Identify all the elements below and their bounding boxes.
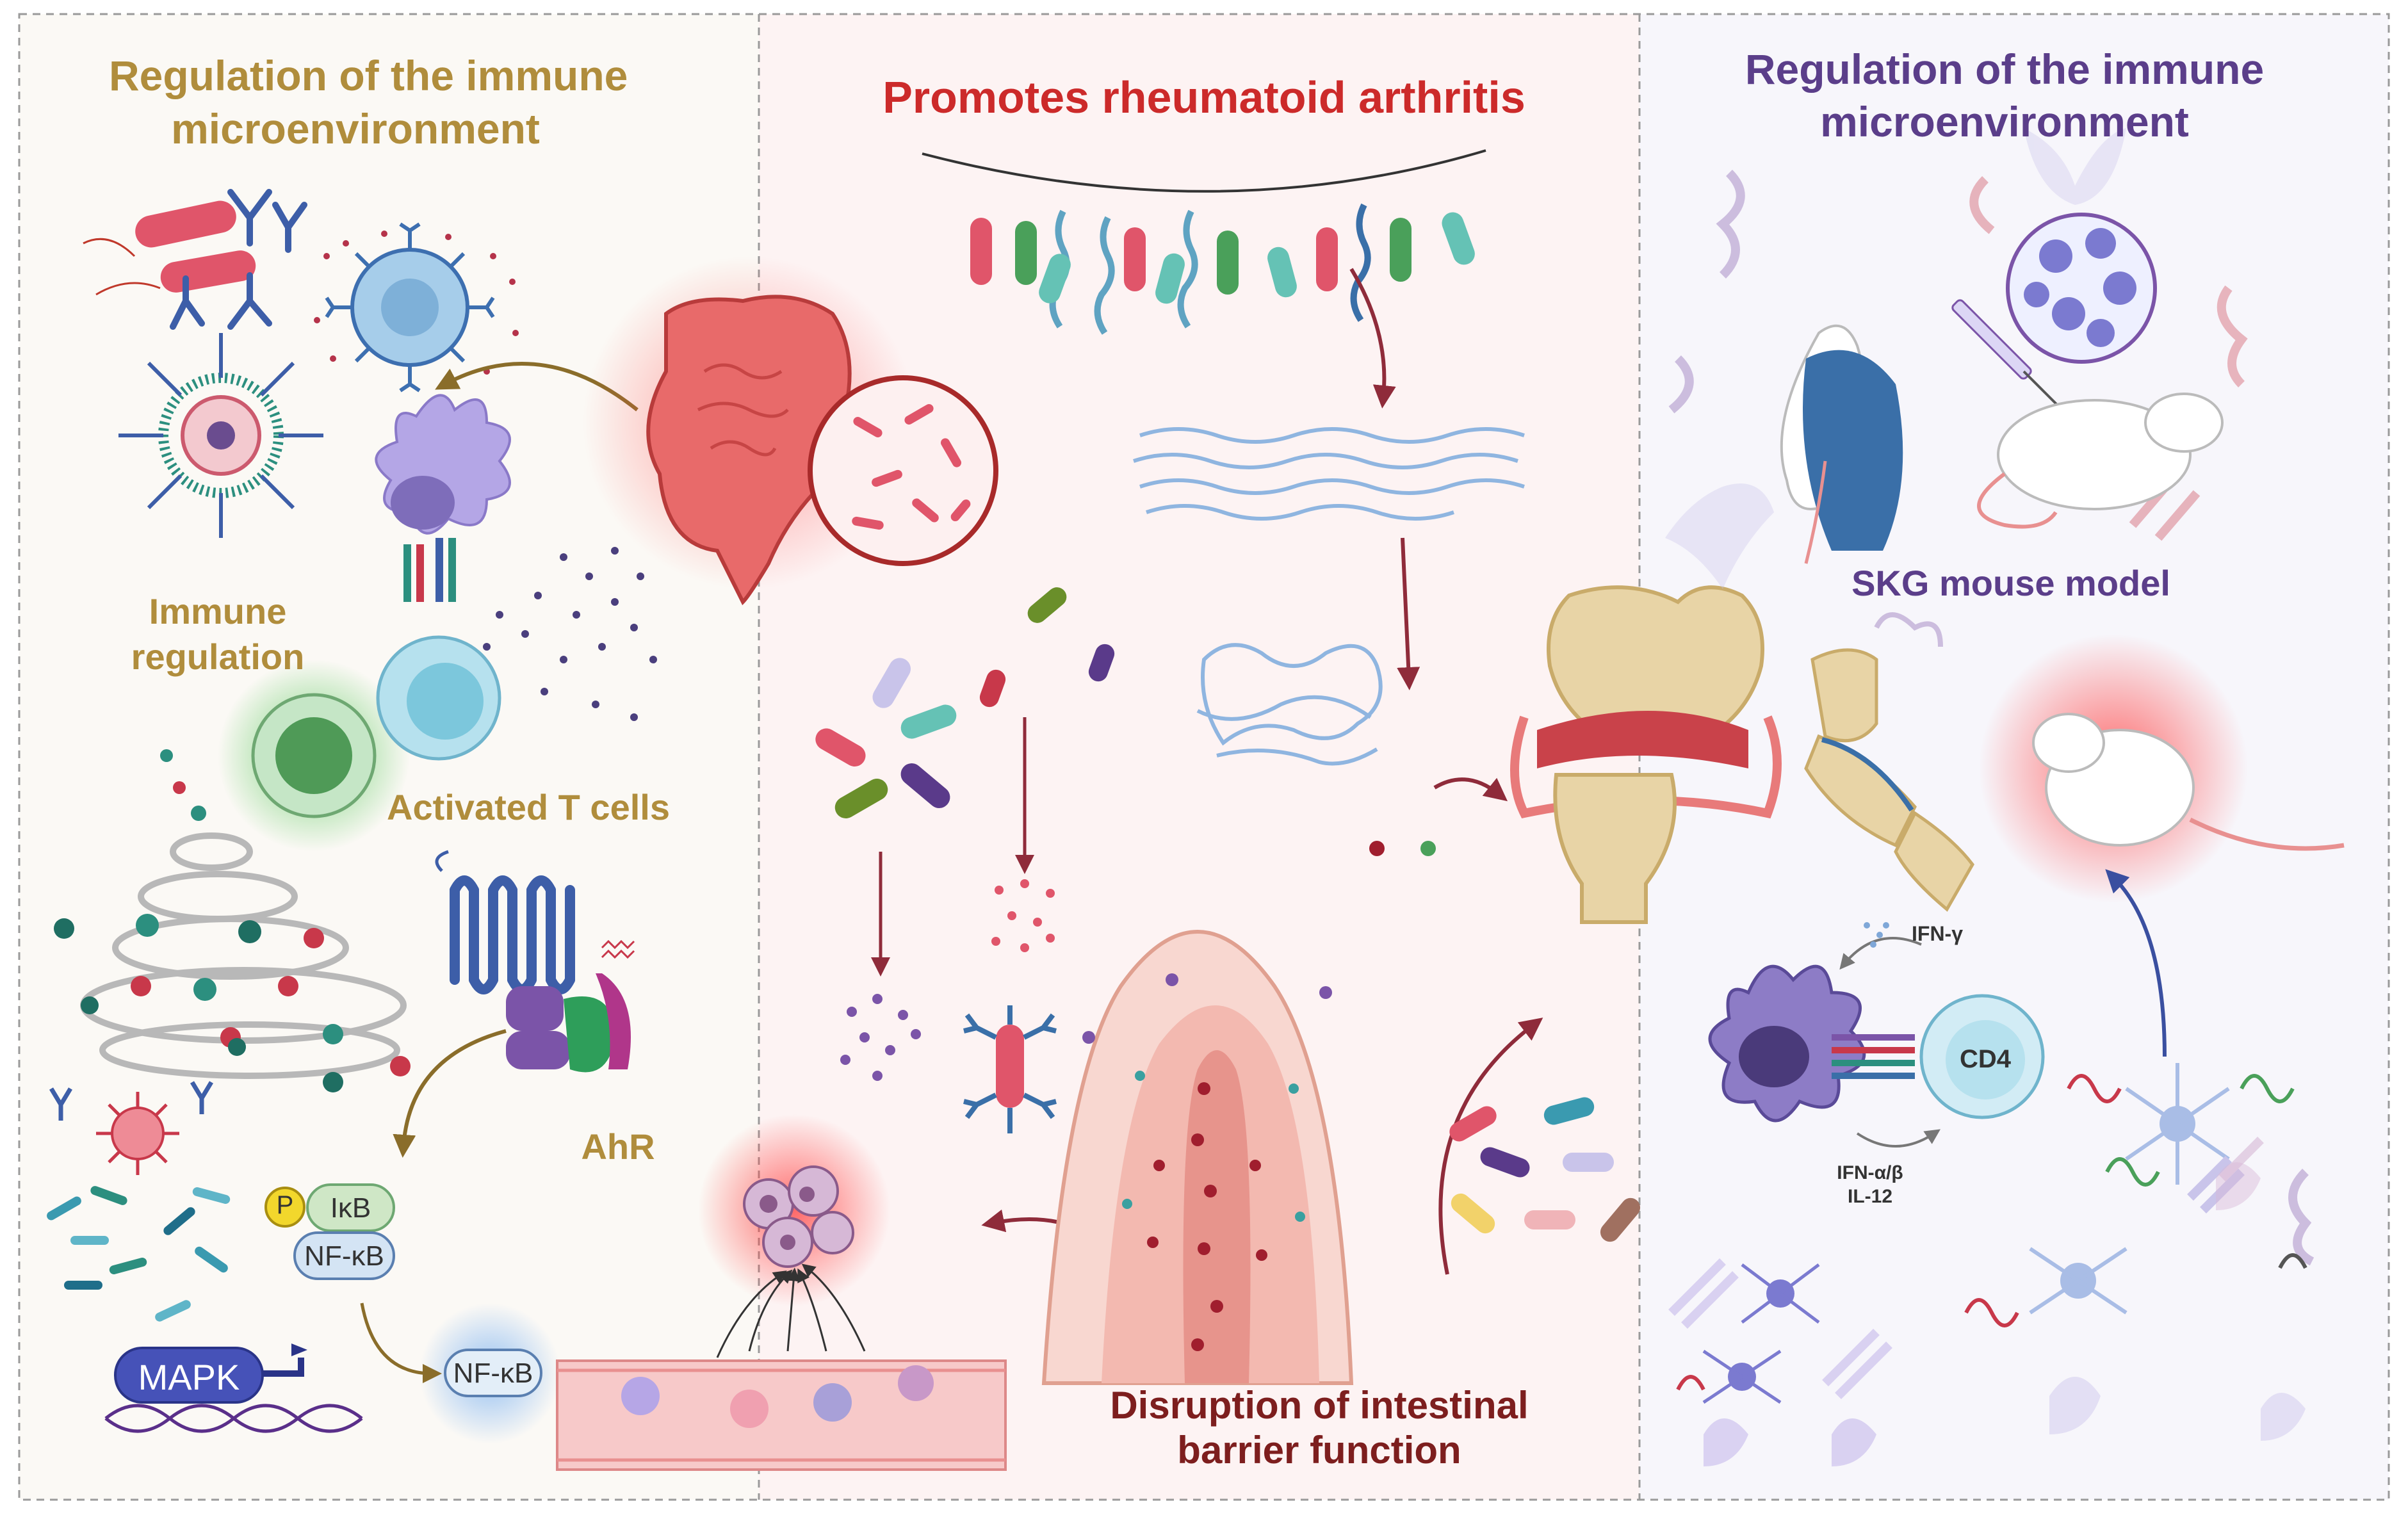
virus-small-icon: [49, 1081, 214, 1175]
virus-particle-icon: [118, 333, 323, 538]
barrier-label-line2: barrier function: [1177, 1429, 1461, 1472]
activated-t-cell-icon: [376, 635, 501, 761]
antibody-bacterium-icon: [963, 1005, 1057, 1133]
bacteria-antibodies-icon: [83, 189, 307, 330]
cytokine-cluster-icon: [1676, 1063, 2307, 1404]
mapk-label: MAPK: [138, 1357, 240, 1397]
barrier-label-line1: Disruption of intestinal: [1110, 1384, 1529, 1427]
ikb-complex: [264, 1183, 395, 1280]
metabolite-dots-purple: [840, 994, 921, 1081]
blood-vessel-icon: [556, 1359, 1007, 1471]
inflammatory-cell-cluster-icon: [743, 1165, 854, 1268]
immune-regulation-line1: Immune: [149, 591, 287, 631]
mouse-and-hand-icon: [1780, 324, 1903, 564]
cell-culture-magnifier-icon: [2006, 213, 2157, 364]
nfkb-nuclear-box: [444, 1349, 542, 1397]
ikb-label: IκB: [330, 1192, 371, 1224]
dendritic-cell-right-icon: [1708, 964, 1866, 1123]
ifn-ab-label: IFN-α/β: [1837, 1162, 1903, 1183]
skg-model-label: SKG mouse model: [1851, 563, 2170, 603]
microbiota-rods-icon: [47, 1186, 231, 1322]
finger-joint-icon: [1804, 648, 1974, 912]
regulatory-t-cell-icon: [251, 693, 377, 818]
cd4-label: CD4: [1959, 1045, 2012, 1073]
immune-regulation-line2: regulation: [131, 637, 305, 677]
ifn-gamma-label: IFN-γ: [1912, 922, 1963, 945]
scattered-bacteria-icon: [815, 587, 1115, 818]
cd4-t-cell-icon: [1919, 994, 2045, 1119]
fiber-network-icon: [1133, 427, 1525, 766]
ifn-gamma-dots: [1864, 922, 1889, 948]
arthritic-mouse-icon: [2032, 713, 2345, 851]
right-title-line2: microenvironment: [1820, 98, 2189, 145]
dna-strand-icon: [104, 1404, 363, 1433]
metabolite-dots-red: [991, 879, 1055, 952]
nfkb-complex-label: NF-κB: [304, 1240, 384, 1272]
il12-label: IL-12: [1847, 1186, 1893, 1207]
receptor-bars-right: [1832, 1034, 1915, 1079]
ahr-label: AhR: [581, 1126, 655, 1167]
intestine-icon: [646, 295, 853, 606]
p-label: P: [276, 1191, 294, 1219]
microbiome-magnifier-icon: [808, 375, 998, 566]
syringe-icon: [1951, 299, 2063, 411]
right-title-line1: Regulation of the immune: [1745, 45, 2265, 93]
activated-immune-cell-icon: [325, 222, 495, 393]
knee-joint-icon: [1510, 585, 1782, 924]
dendritic-cell-icon: [375, 394, 511, 535]
activated-t-cells-label: Activated T cells: [387, 787, 670, 827]
molecule-dots: [483, 547, 657, 721]
gut-bacteria-bottom-icon: [1449, 1097, 1641, 1242]
intestinal-villus-icon: [1041, 930, 1354, 1385]
bacteria-garland-icon: [922, 149, 1486, 335]
mouse-injection-icon: [1977, 393, 2224, 529]
nfkb-nuclear-label: NF-κB: [453, 1358, 533, 1389]
chromatin-beads: [54, 749, 411, 1092]
left-title-line1: Regulation of the immune: [109, 52, 628, 99]
center-title: Promotes rheumatoid arthritis: [883, 72, 1525, 122]
left-title-line2: microenvironment: [171, 105, 540, 152]
cytokine-dots: [314, 231, 519, 375]
faded-bottom-shapes: [1668, 1162, 2306, 1466]
ahr-receptor-icon: [435, 850, 635, 1073]
tcr-receptor-icon: [403, 538, 456, 602]
mapk-box: [114, 1343, 307, 1404]
